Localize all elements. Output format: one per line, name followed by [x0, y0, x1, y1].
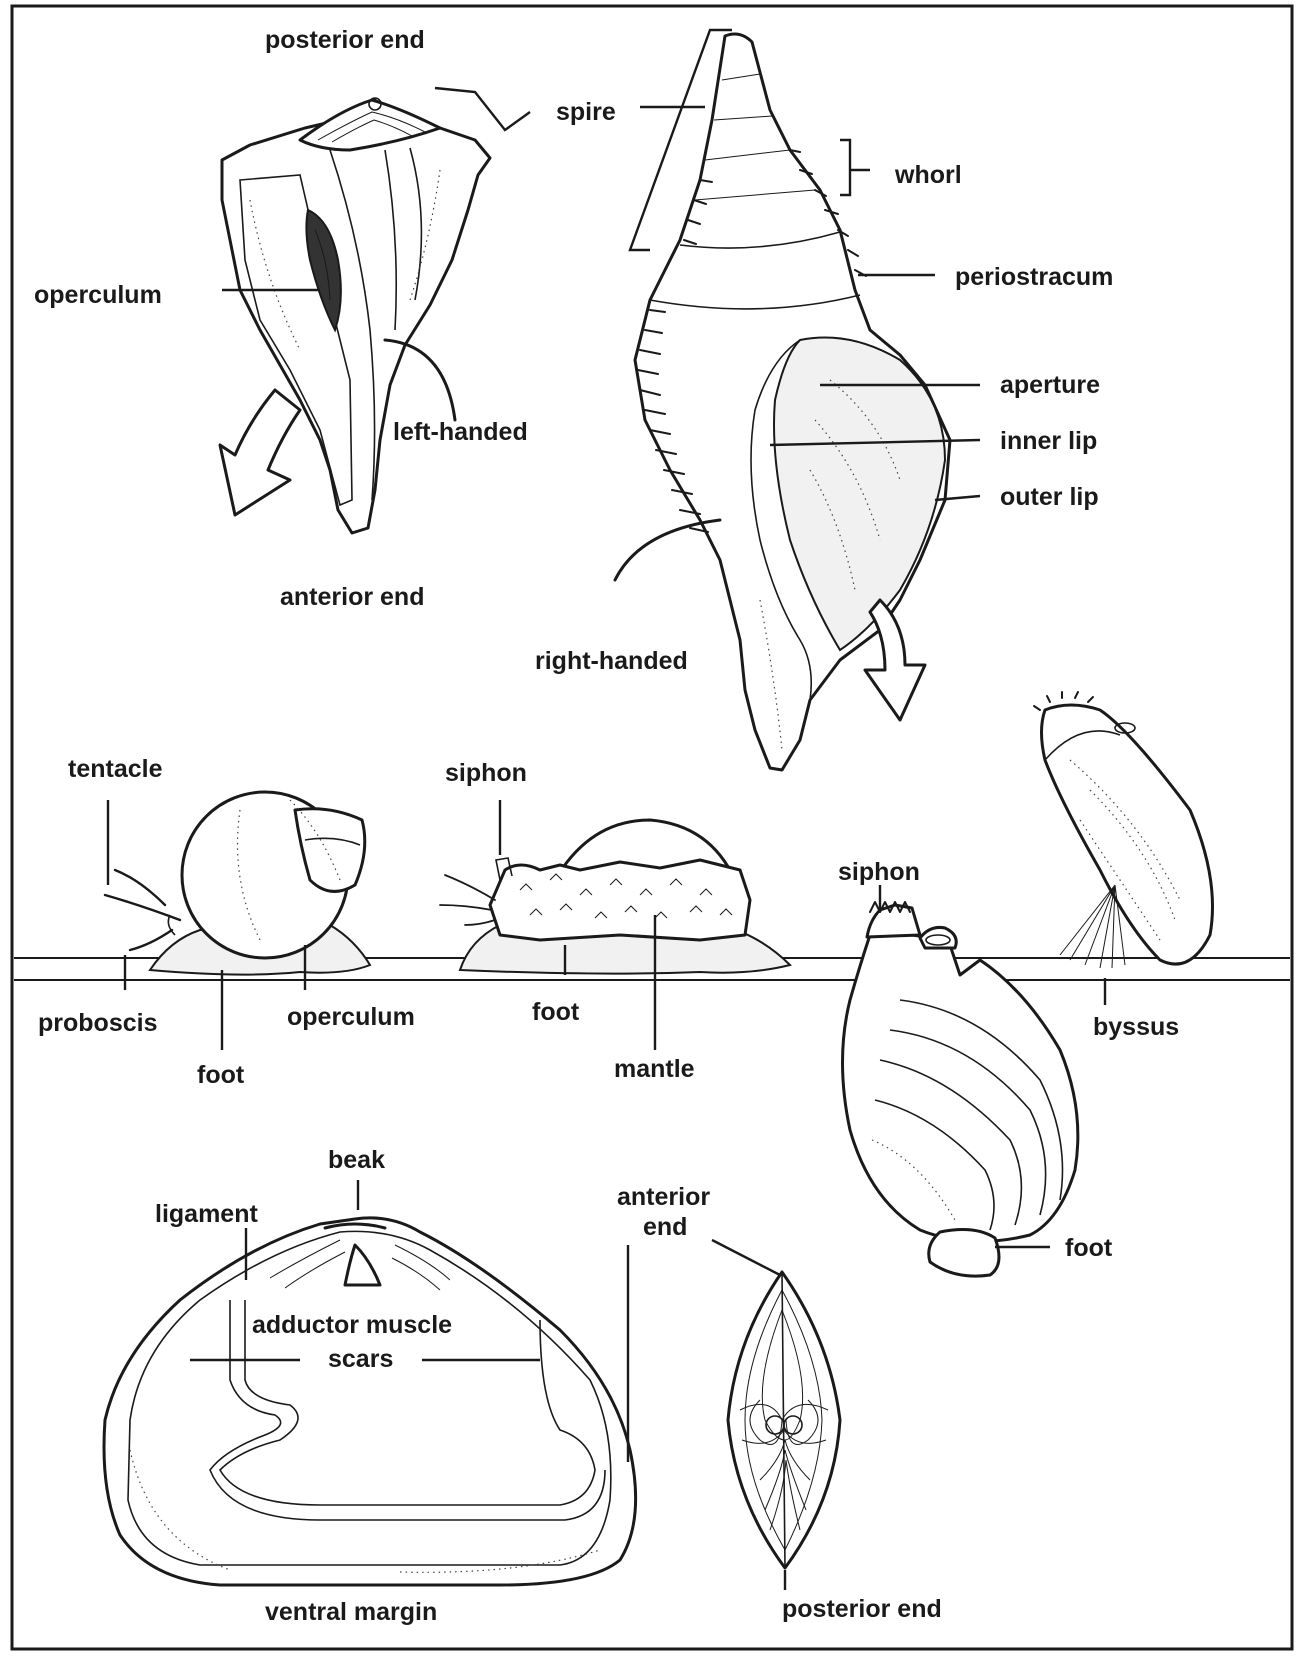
- label-ventral-margin: ventral margin: [265, 1598, 437, 1626]
- clam-end-view: [728, 1272, 840, 1568]
- moon-snail: [105, 792, 370, 975]
- left-handed-whelk: [220, 98, 490, 533]
- label-proboscis: proboscis: [38, 1009, 157, 1037]
- label-ligament: ligament: [155, 1200, 258, 1228]
- mussel: [1034, 692, 1213, 968]
- label-spire: spire: [556, 98, 616, 126]
- helmet-shell-animal: [440, 820, 790, 974]
- label-anterior-end-left: anterior end: [280, 583, 424, 611]
- label-right-handed: right-handed: [535, 647, 688, 675]
- label-left-handed: left-handed: [393, 418, 528, 446]
- label-aperture: aperture: [1000, 371, 1100, 399]
- label-anterior: anterior: [617, 1183, 710, 1211]
- label-mantle: mantle: [614, 1055, 695, 1083]
- label-scars: scars: [328, 1345, 393, 1373]
- label-operculum-snail: operculum: [287, 1003, 415, 1031]
- label-periostracum: periostracum: [955, 263, 1113, 291]
- label-foot-slug: foot: [532, 998, 580, 1026]
- label-posterior-end-top: posterior end: [265, 26, 425, 54]
- clam-valve-interior: [104, 1218, 636, 1585]
- label-operculum-left: operculum: [34, 281, 162, 309]
- label-beak: beak: [328, 1146, 385, 1174]
- label-whorl: whorl: [894, 161, 962, 189]
- label-siphon-clam: siphon: [838, 858, 920, 886]
- label-inner-lip: inner lip: [1000, 427, 1097, 455]
- label-outer-lip: outer lip: [1000, 483, 1099, 511]
- label-tentacle: tentacle: [68, 755, 163, 783]
- label-end: end: [643, 1213, 687, 1241]
- label-posterior-end-bottom: posterior end: [782, 1595, 942, 1623]
- label-adductor-muscle: adductor muscle: [252, 1311, 452, 1339]
- label-foot-snail: foot: [197, 1061, 245, 1089]
- label-foot-clam: foot: [1065, 1234, 1113, 1262]
- label-siphon-slug: siphon: [445, 759, 527, 787]
- label-byssus: byssus: [1093, 1013, 1179, 1041]
